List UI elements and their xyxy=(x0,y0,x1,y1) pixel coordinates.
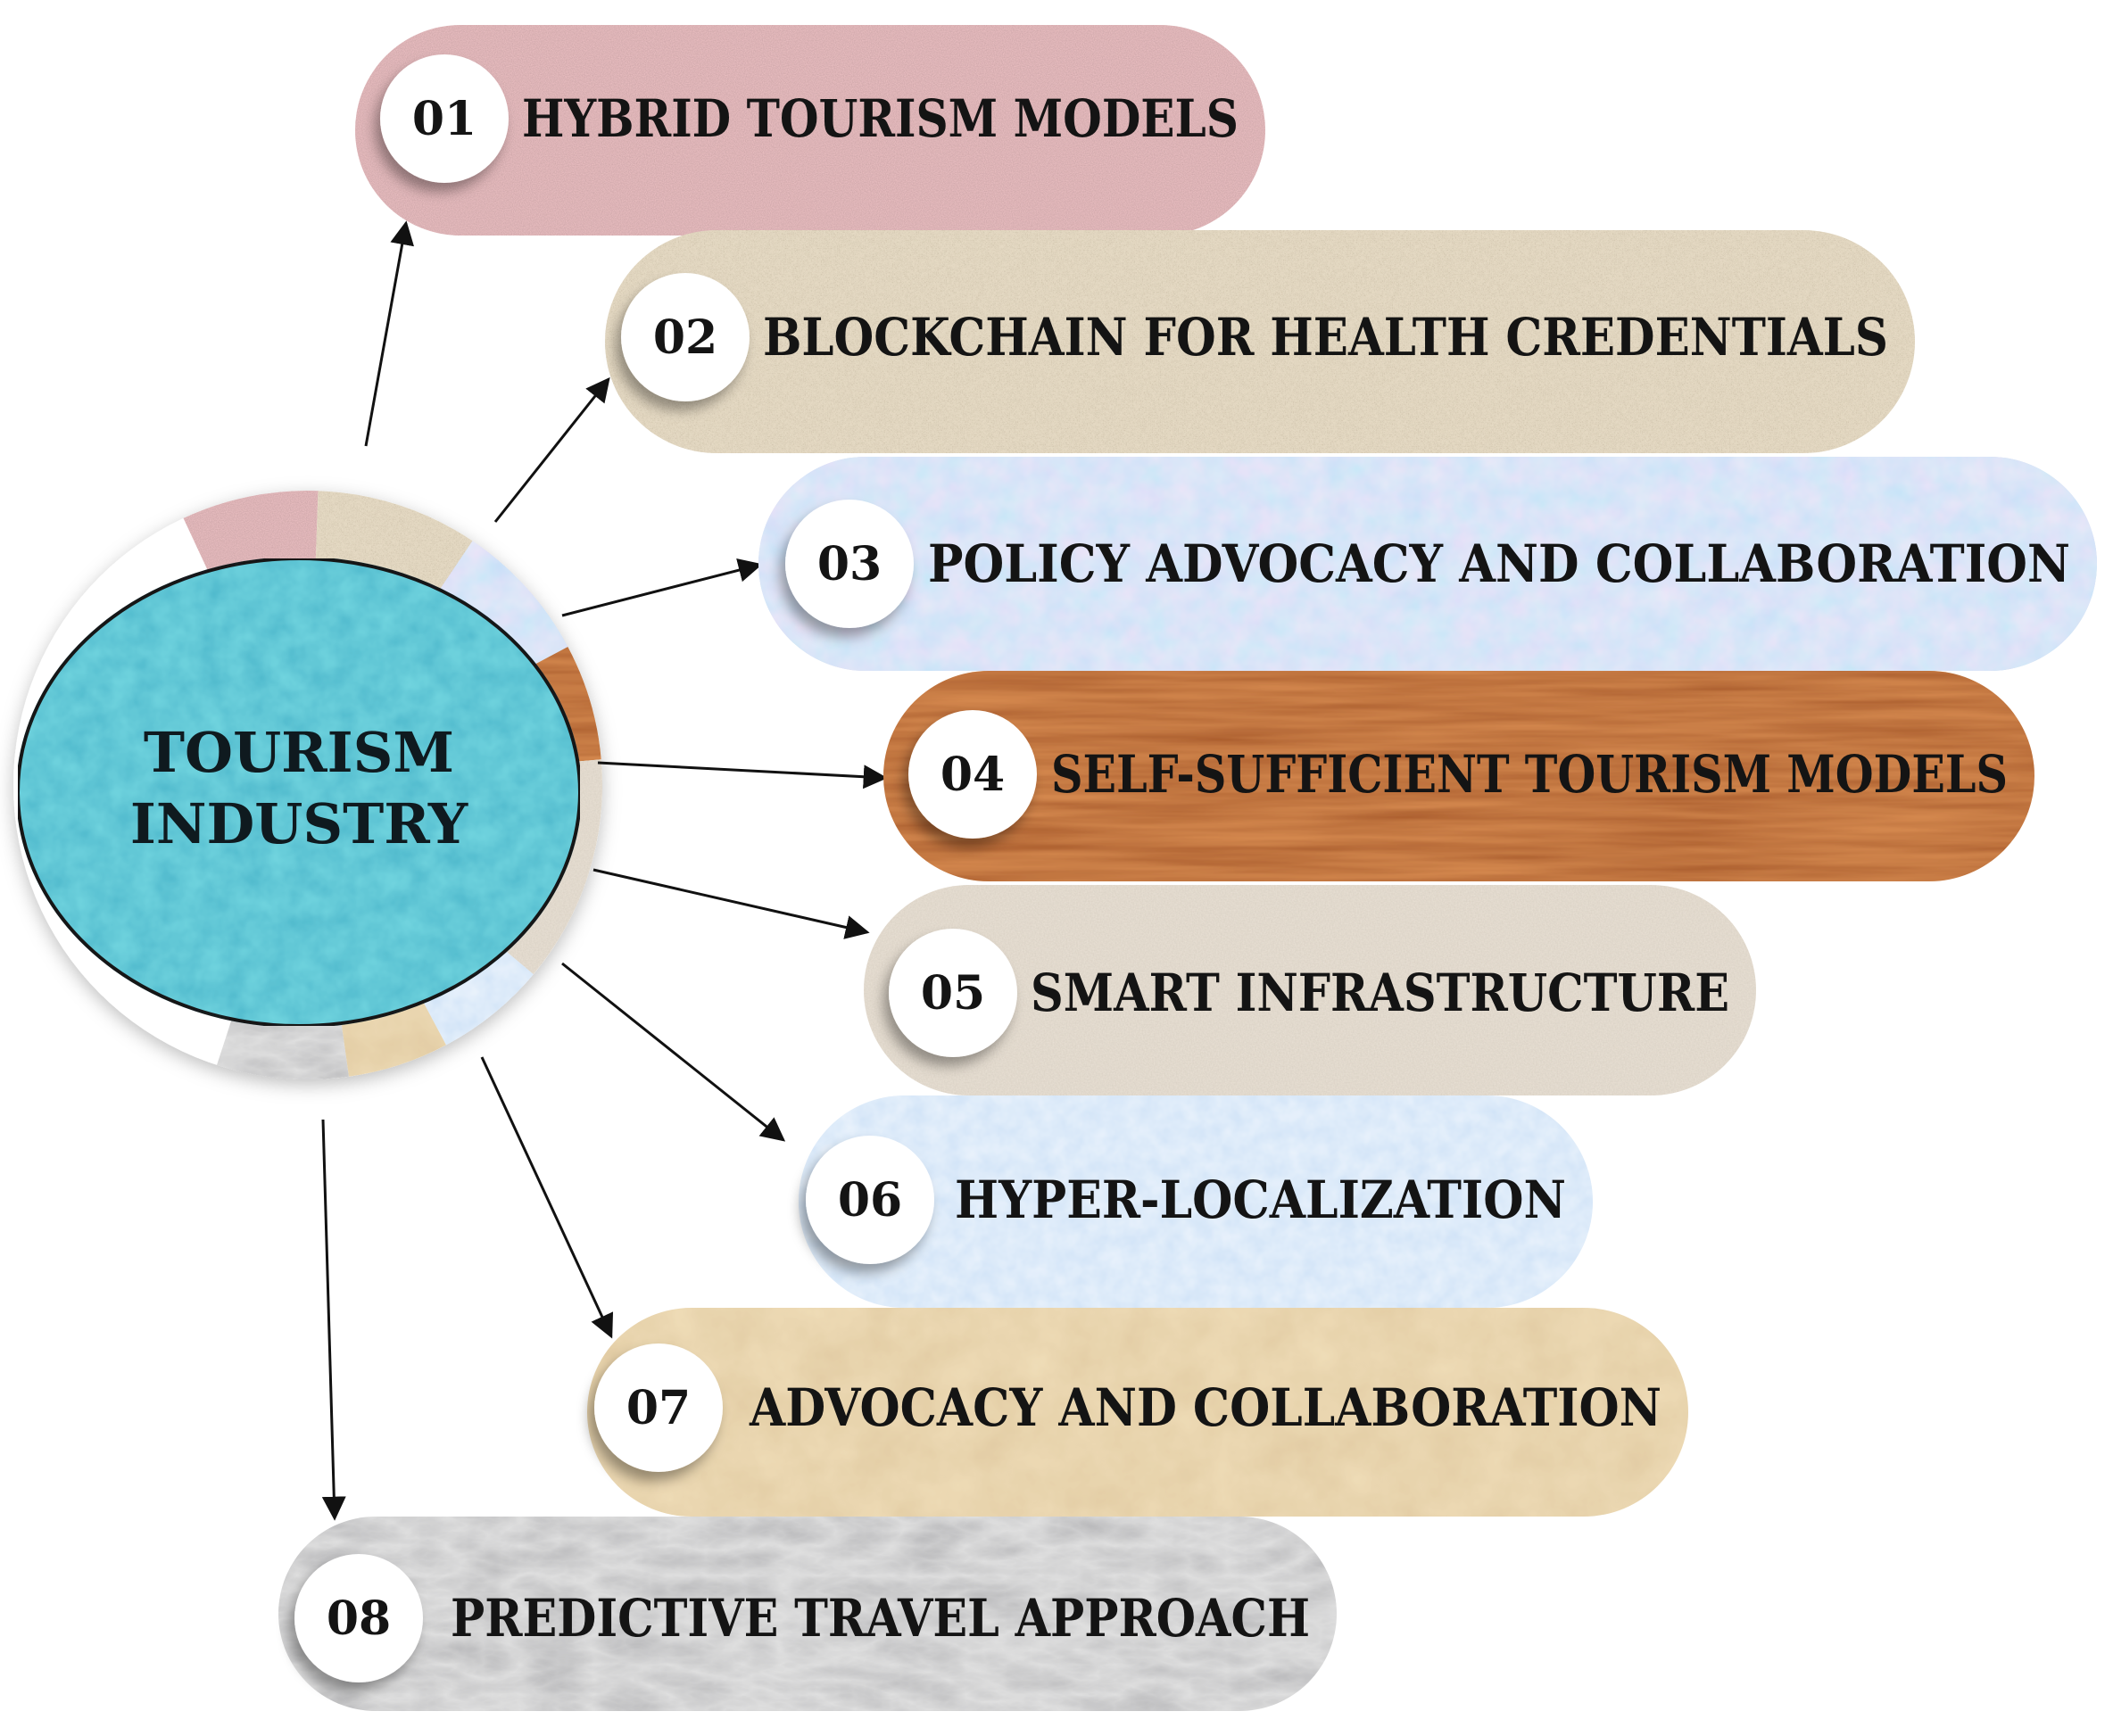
item-01-pill xyxy=(355,25,1265,236)
item-03-label: POLICY ADVOCACY AND COLLABORATION xyxy=(928,533,2070,594)
item-08-number-badge xyxy=(294,1554,423,1682)
item-07-number: 07 xyxy=(626,1381,691,1435)
item-06: 06 HYPER-LOCALIZATION xyxy=(799,1095,1593,1308)
item-04-number-badge xyxy=(908,710,1037,839)
item-04-pill xyxy=(883,671,2034,881)
item-06-label: HYPER-LOCALIZATION xyxy=(955,1170,1566,1230)
item-05: 05 SMART INFRASTRUCTURE xyxy=(864,885,1756,1095)
hub-circle: TOURISM INDUSTRY xyxy=(16,557,582,1028)
item-02: 02 BLOCKCHAIN FOR HEALTH CREDENTIALS xyxy=(605,230,1915,453)
item-05-label: SMART INFRASTRUCTURE xyxy=(1031,963,1729,1023)
item-06-number-badge xyxy=(806,1136,934,1264)
item-04-number: 04 xyxy=(940,748,1005,802)
item-02-pill xyxy=(605,230,1915,453)
item-05-number-badge xyxy=(889,929,1017,1057)
arrow-01 xyxy=(364,220,414,447)
item-02-number-badge xyxy=(621,273,750,401)
item-06-pill xyxy=(799,1095,1593,1308)
arrow-08 xyxy=(321,1119,346,1521)
hub-label-line1: TOURISM xyxy=(144,720,454,785)
item-03-number-badge xyxy=(785,500,914,628)
item-07-label: ADVOCACY AND COLLABORATION xyxy=(749,1377,1661,1438)
item-04: 04 SELF-SUFFICIENT TOURISM MODELS xyxy=(883,671,2034,881)
item-08-pill xyxy=(278,1517,1337,1711)
item-01: 01 HYBRID TOURISM MODELS xyxy=(355,25,1265,236)
arrow-06 xyxy=(561,962,786,1142)
hub-label-line2: INDUSTRY xyxy=(130,791,468,856)
item-01-number: 01 xyxy=(412,92,476,146)
item-07-number-badge xyxy=(594,1343,723,1472)
item-05-pill xyxy=(864,885,1756,1095)
connector-arrows xyxy=(321,220,888,1521)
arrow-02 xyxy=(493,376,610,523)
item-01-number-badge xyxy=(380,54,509,183)
item-08: 08 PREDICTIVE TRAVEL APPROACH xyxy=(278,1517,1337,1711)
item-08-label: PREDICTIVE TRAVEL APPROACH xyxy=(451,1588,1310,1649)
item-02-number: 02 xyxy=(653,310,717,365)
item-08-number: 08 xyxy=(327,1591,391,1646)
item-02-label: BLOCKCHAIN FOR HEALTH CREDENTIALS xyxy=(763,307,1888,368)
arrow-07 xyxy=(480,1056,614,1339)
item-06-number: 06 xyxy=(838,1173,902,1228)
item-01-label: HYBRID TOURISM MODELS xyxy=(522,88,1239,149)
item-05-number: 05 xyxy=(921,966,985,1021)
arrow-04 xyxy=(597,761,888,789)
arrow-03 xyxy=(561,558,763,617)
item-03-pill xyxy=(758,457,2097,671)
arrow-05 xyxy=(592,868,870,939)
item-03: 03 POLICY ADVOCACY AND COLLABORATION xyxy=(758,457,2097,671)
item-04-label: SELF-SUFFICIENT TOURISM MODELS xyxy=(1051,744,2008,805)
item-03-number: 03 xyxy=(817,537,882,591)
item-07-pill xyxy=(587,1308,1688,1517)
item-07: 07 ADVOCACY AND COLLABORATION xyxy=(587,1308,1688,1517)
